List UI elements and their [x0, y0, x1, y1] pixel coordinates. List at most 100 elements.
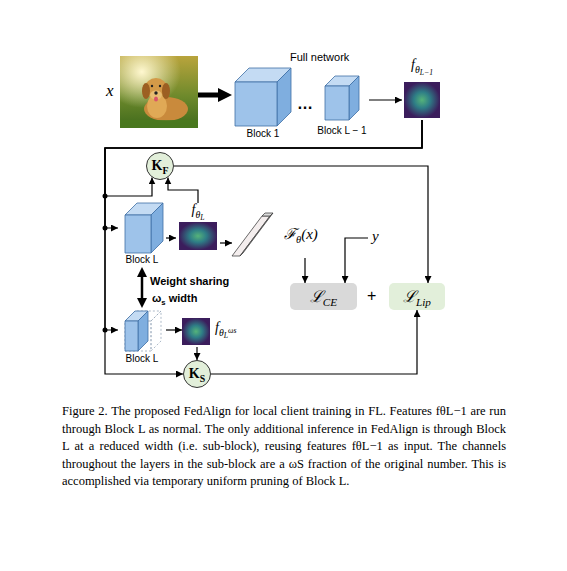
connector [105, 120, 422, 374]
edge-label: Weight sharing [150, 276, 229, 287]
connector [211, 310, 417, 374]
dog-photo [120, 56, 198, 128]
text-part: CE [323, 296, 337, 308]
connector [369, 99, 402, 100]
text-part: f [411, 57, 415, 72]
text-part: ℒ [310, 288, 323, 305]
node-label: KF [152, 159, 169, 173]
connector [166, 329, 182, 330]
cube-side [277, 68, 291, 126]
text-part: L−1 [420, 68, 433, 77]
node-outline [402, 56, 442, 120]
connector [174, 166, 428, 283]
group-label: Full network [290, 52, 349, 63]
text-part: K [152, 158, 163, 173]
node-label: fθLωs [215, 321, 236, 335]
text-part: s [161, 298, 165, 307]
node-label: KS [189, 367, 205, 381]
network-block: Block L − 1 [315, 74, 369, 140]
dog-eye [159, 85, 161, 87]
text-part: ω [152, 292, 161, 304]
cube-front [125, 321, 138, 351]
text-part: θ [415, 64, 420, 75]
slab-front [232, 216, 270, 256]
text-part: f [215, 320, 219, 335]
ellipsis: … [297, 96, 313, 112]
text-part: K [189, 366, 200, 381]
sun-glow [120, 56, 198, 128]
text-part: width [166, 292, 198, 304]
loss-box: ℒCE [290, 283, 357, 310]
text-part: F [162, 165, 168, 176]
cube-side [138, 311, 148, 351]
loss-box: ℒLip [389, 283, 445, 310]
text-part: L [200, 213, 204, 222]
connector [198, 93, 218, 98]
connector [141, 277, 144, 298]
kernel-circle: KS [183, 360, 211, 388]
feature-map-image [404, 82, 440, 118]
node-label: ℒCE [310, 289, 337, 305]
node-label: fθL−1 [411, 58, 433, 72]
cube-front [235, 82, 277, 126]
dog-ear [162, 83, 170, 99]
connector [105, 120, 422, 196]
kernel-circle: KF [146, 152, 174, 180]
cube-side [151, 311, 161, 351]
node-label: Block L − 1 [317, 126, 366, 136]
connector [220, 242, 232, 243]
dog-tongue [154, 97, 158, 102]
text-part: f [192, 202, 196, 217]
node-label: fθL [192, 203, 205, 217]
photo-ground [120, 56, 198, 128]
text-part: ωs [228, 326, 236, 335]
circle-outline [184, 361, 211, 388]
feature-map: fθL [176, 203, 220, 251]
label-wire [345, 238, 368, 283]
text-part: … [297, 95, 313, 112]
node-label: x [106, 82, 114, 99]
plus-sign: + [367, 288, 376, 304]
text-part: θ [195, 209, 200, 220]
text-part: x [106, 81, 114, 100]
node-label: ℒLip [403, 289, 431, 305]
node-label: Block L [126, 354, 159, 364]
connector [105, 120, 422, 330]
connector [304, 258, 305, 283]
target-label: y [372, 229, 379, 244]
figure-caption: Figure 2. The proposed FedAlign for loca… [62, 403, 506, 491]
grass [120, 120, 198, 128]
node-label: Block 1 [247, 129, 280, 139]
text-part: S [200, 373, 205, 384]
connectors [105, 95, 428, 374]
network-block: Block L [118, 200, 166, 268]
circle-outline [147, 153, 174, 180]
box-fill [290, 283, 357, 310]
node-label: Block L [126, 255, 159, 265]
cube-front [325, 86, 349, 120]
text-part: y [372, 228, 379, 244]
cube-side [349, 76, 359, 120]
connector [166, 237, 176, 238]
text-part: + [367, 287, 376, 304]
sub-block: Block L [118, 307, 166, 367]
text-part: L [224, 331, 228, 340]
text-part: θ [219, 327, 224, 338]
text-part: ℒ [403, 288, 416, 305]
box-fill [389, 283, 445, 310]
connector [196, 347, 197, 360]
width-label: ωs width [152, 293, 197, 304]
connector [168, 177, 198, 203]
feature-map: fθL−1 [402, 56, 442, 120]
text-part: ℱ [284, 226, 296, 242]
text-part: Block 1 [247, 128, 280, 139]
cube-side [151, 203, 163, 253]
input-image: x [104, 56, 198, 128]
connector [105, 120, 422, 228]
cube-front [125, 215, 151, 253]
dog-eye [151, 85, 153, 87]
dog-nose [154, 91, 157, 94]
text-part: θ [296, 234, 301, 245]
feature-map: fθLωs [182, 316, 252, 347]
